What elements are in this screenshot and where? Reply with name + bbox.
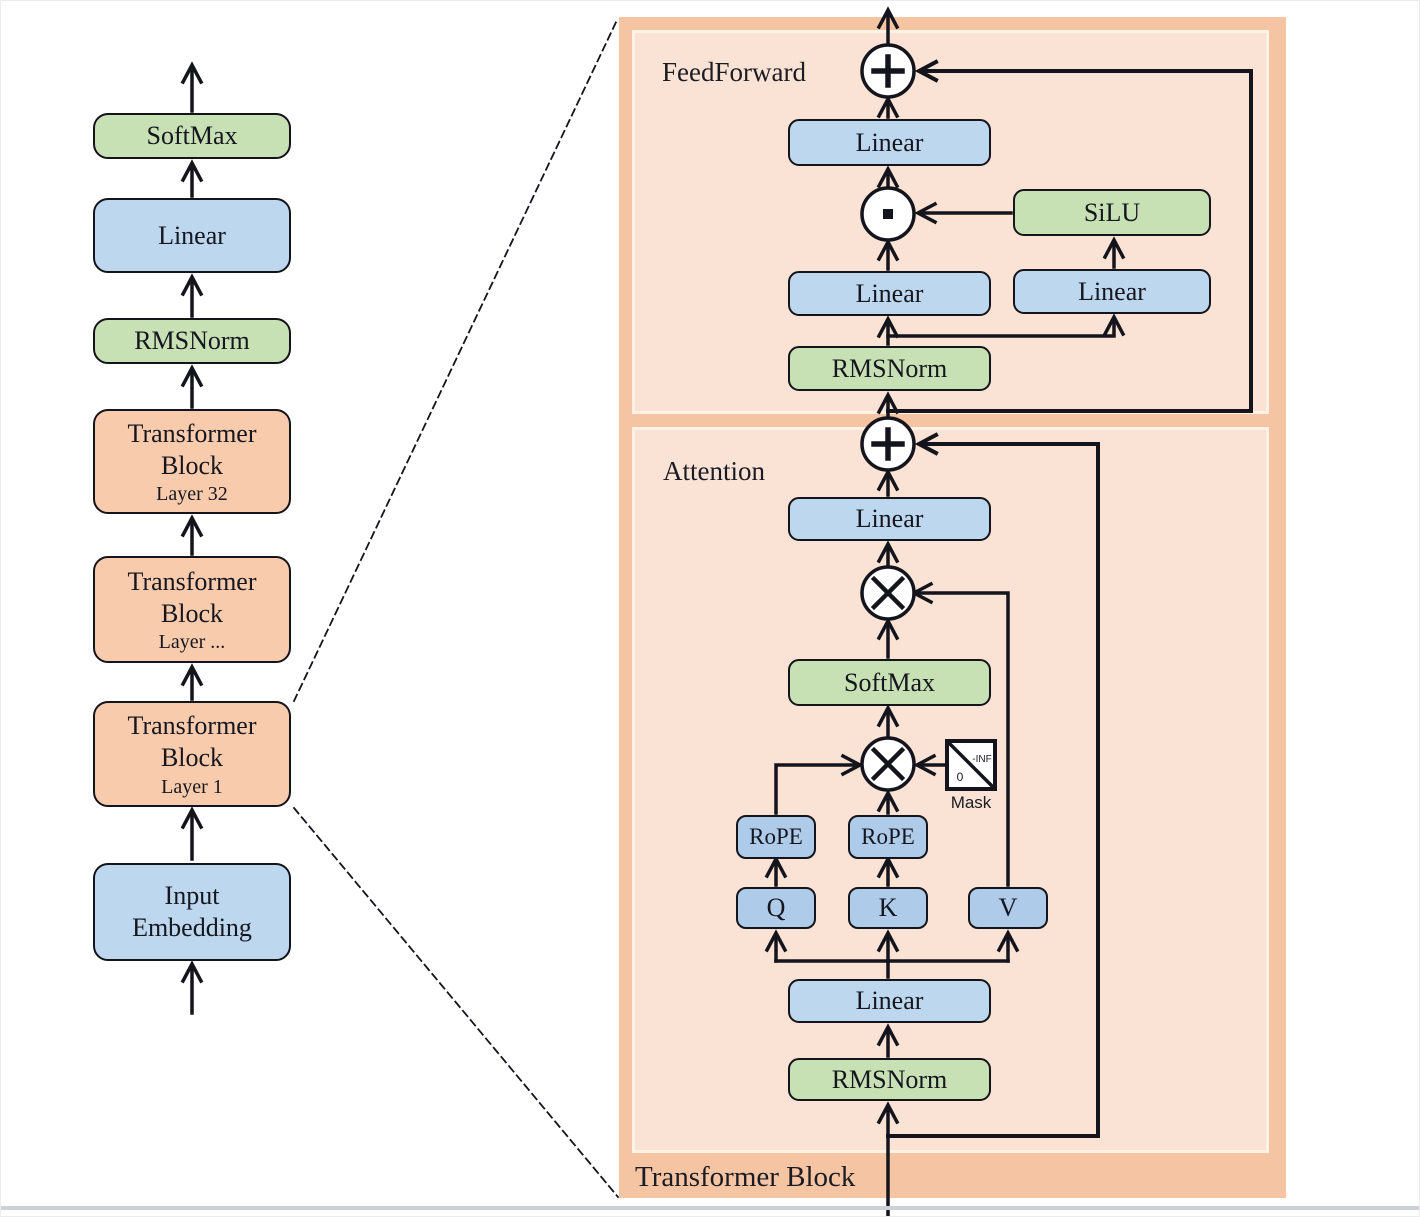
slide-bottom-edge	[1, 1206, 1419, 1210]
input-embedding-line1: Input	[164, 881, 220, 911]
left-rmsnorm-box: RMSNorm	[93, 318, 291, 364]
ff-silu-box: SiLU	[1013, 189, 1211, 236]
input-embedding-box: Input Embedding	[93, 863, 291, 961]
key-label: K	[878, 893, 898, 923]
left-linear-label: Linear	[158, 220, 226, 250]
feedforward-residual-line	[886, 59, 1253, 413]
input-embedding-line2: Embedding	[132, 913, 252, 942]
query-box: Q	[736, 887, 816, 929]
mask-zero-value: 0	[957, 770, 964, 784]
attention-label: Attention	[663, 456, 765, 486]
attention-flow-arrows	[764, 391, 1020, 1216]
rope-k-label: RoPE	[861, 823, 915, 849]
value-box: V	[968, 887, 1048, 929]
rope-k-box: RoPE	[848, 815, 928, 859]
query-label: Q	[766, 893, 786, 923]
left-rmsnorm-label: RMSNorm	[134, 326, 250, 356]
add-icon	[860, 43, 916, 99]
attn-output-linear-box: Linear	[788, 497, 991, 541]
mask-neg-inf-value: -INF	[972, 754, 991, 765]
ff-gate-linear-box: Linear	[788, 271, 991, 316]
tb1-line2: Block	[160, 743, 224, 772]
tbmid-layer-label: Layer ...	[158, 631, 226, 654]
attn-rmsnorm-box: RMSNorm	[788, 1058, 991, 1101]
rope-q-box: RoPE	[736, 815, 816, 859]
left-softmax-label: SoftMax	[146, 121, 238, 151]
tb1-layer-label: Layer 1	[161, 775, 223, 798]
tbmid-line2: Block	[160, 598, 224, 628]
key-box: K	[848, 887, 928, 929]
transformer-block-title: Transformer Block	[635, 1161, 856, 1193]
zoom-guide-lines	[292, 16, 620, 1199]
causal-mask-icon	[945, 739, 997, 791]
ff-up-linear-label: Linear	[1078, 276, 1146, 306]
rope-q-label: RoPE	[749, 823, 803, 849]
value-label: V	[998, 893, 1018, 923]
ff-rmsnorm-label: RMSNorm	[831, 353, 948, 383]
attn-softmax-box: SoftMax	[788, 659, 991, 706]
ff-output-linear-label: Linear	[855, 127, 924, 157]
mask-label: Mask	[951, 793, 992, 812]
transformer-block-layermid-box: Transformer Block Layer ...	[93, 556, 291, 663]
left-linear-box: Linear	[93, 198, 291, 273]
tb32-line1: Transformer	[127, 418, 257, 448]
ff-gate-linear-label: Linear	[855, 278, 924, 308]
matmul-icon	[860, 736, 916, 792]
tbmid-line1: Transformer	[127, 566, 257, 596]
left-stack-arrows	[180, 61, 204, 1015]
attn-rmsnorm-label: RMSNorm	[831, 1064, 948, 1094]
tb32-line2: Block	[160, 450, 224, 480]
ff-output-linear-box: Linear	[788, 119, 991, 166]
left-softmax-box: SoftMax	[93, 113, 291, 159]
elementwise-product-icon	[860, 186, 916, 242]
transformer-block-layer32-box: Transformer Block Layer 32	[93, 409, 291, 514]
feedforward-flow-arrows	[876, 6, 1126, 346]
attn-input-linear-label: Linear	[855, 986, 924, 1016]
attention-residual-line	[886, 432, 1100, 1138]
attn-softmax-label: SoftMax	[844, 667, 935, 697]
attn-output-linear-label: Linear	[855, 504, 924, 534]
matmul-icon	[860, 565, 916, 621]
ff-rmsnorm-box: RMSNorm	[788, 346, 991, 391]
feedforward-label: FeedForward	[662, 57, 806, 87]
tb1-line1: Transformer	[127, 711, 257, 741]
ff-silu-label: SiLU	[1083, 197, 1141, 227]
ff-up-linear-box: Linear	[1013, 269, 1211, 314]
attn-input-linear-box: Linear	[788, 979, 991, 1023]
add-icon	[860, 416, 916, 472]
transformer-block-layer1-box: Transformer Block Layer 1	[93, 701, 291, 807]
tb32-layer-label: Layer 32	[156, 483, 228, 506]
